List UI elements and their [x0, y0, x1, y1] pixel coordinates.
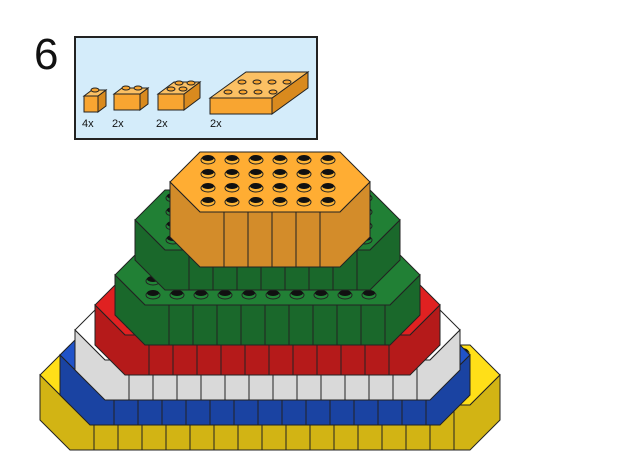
- stud-top: [171, 290, 183, 296]
- brick-2x2-icon: [156, 80, 202, 111]
- stud-top: [274, 169, 286, 175]
- stud-top: [250, 183, 262, 189]
- qty-brick-1x2: 2x: [112, 118, 124, 130]
- parts-illustration: [82, 71, 310, 115]
- stud-top: [291, 290, 303, 296]
- parts-callout: 4x 2x 2x 2x: [74, 36, 318, 140]
- stud-top: [315, 290, 327, 296]
- model-layers: [39, 151, 501, 451]
- stud-top: [147, 290, 159, 296]
- stud-top: [322, 183, 334, 189]
- stud-top: [202, 197, 214, 203]
- brick-1x1-icon: [82, 87, 108, 113]
- stud-top: [195, 290, 207, 296]
- layer-side-green: [114, 273, 421, 346]
- brick-2x4-icon: [208, 71, 310, 115]
- stud-top: [322, 155, 334, 161]
- stud-top: [274, 183, 286, 189]
- stud-top: [202, 169, 214, 175]
- stud-top: [267, 290, 279, 296]
- stud-top: [274, 155, 286, 161]
- stud-top: [322, 169, 334, 175]
- stud-top: [298, 155, 310, 161]
- qty-brick-2x4: 2x: [210, 118, 222, 130]
- stud-top: [250, 197, 262, 203]
- layer-top-orange: [169, 151, 371, 213]
- stud-top: [226, 183, 238, 189]
- stud-top: [202, 155, 214, 161]
- stud-top: [298, 183, 310, 189]
- stud-top: [322, 197, 334, 203]
- stud-top: [298, 197, 310, 203]
- brick-1x2-icon: [112, 85, 150, 111]
- stud-top: [250, 155, 262, 161]
- stud-top: [243, 290, 255, 296]
- qty-brick-2x2: 2x: [156, 118, 168, 130]
- model-illustration: [39, 151, 501, 451]
- stud-top: [250, 169, 262, 175]
- stud-top: [274, 197, 286, 203]
- step-number: 6: [34, 30, 59, 79]
- stud-top: [298, 169, 310, 175]
- stud-top: [202, 183, 214, 189]
- qty-brick-1x1: 4x: [82, 118, 94, 130]
- stud-top: [339, 290, 351, 296]
- stud-top: [363, 290, 375, 296]
- stud-top: [226, 155, 238, 161]
- stud-top: [226, 169, 238, 175]
- stud-top: [226, 197, 238, 203]
- stud-top: [219, 290, 231, 296]
